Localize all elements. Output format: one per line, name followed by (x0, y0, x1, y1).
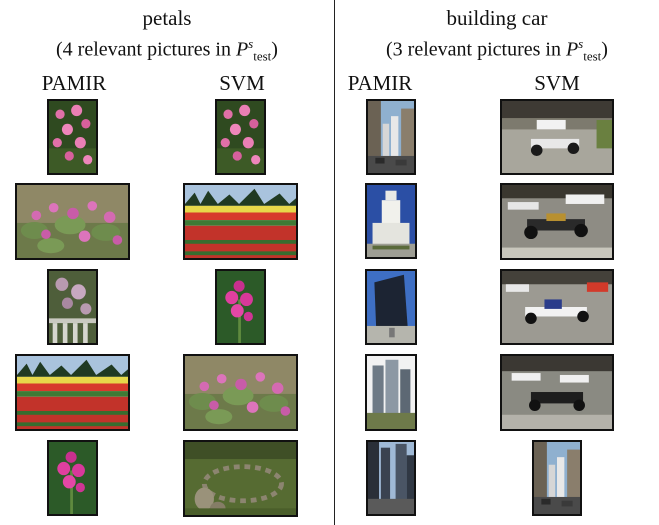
thumbnail-race-car (500, 269, 614, 345)
thumbnail-pink-flowers (47, 99, 98, 175)
column-header-pamir-left: PAMIR (41, 71, 107, 95)
thumbnail-street-towers (366, 440, 416, 516)
column-divider (334, 0, 335, 525)
thumbnail-race-car (500, 354, 614, 431)
thumbnail-magenta-orchid (47, 440, 98, 516)
right-group-subtitle: (3 relevant pictures in Pstest) (386, 36, 608, 64)
left-group-title: petals (142, 6, 192, 30)
thumbnail-stone-circle (183, 440, 298, 517)
column-header-pamir-right: PAMIR (347, 71, 413, 95)
column-header-svm-left: SVM (219, 71, 265, 95)
thumbnail-race-car (500, 183, 614, 260)
thumbnail-city-street (532, 440, 582, 516)
thumbnail-dark-skyscraper (365, 269, 417, 345)
column-header-svm-right: SVM (534, 71, 580, 95)
thumbnail-magenta-orchid (215, 269, 266, 345)
thumbnail-lilac-balustrade (47, 269, 98, 345)
thumbnail-city-street (366, 99, 416, 175)
thumbnail-tulip-field (183, 183, 298, 260)
thumbnail-pink-cactus-flowers (183, 354, 298, 431)
thumbnail-race-car (500, 99, 614, 175)
thumbnail-tulip-field (15, 354, 130, 431)
left-group-subtitle: (4 relevant pictures in Pstest) (56, 36, 278, 64)
thumbnail-glass-towers (365, 354, 417, 431)
right-group-title: building car (446, 6, 548, 30)
thumbnail-pink-cactus-flowers (15, 183, 130, 260)
thumbnail-white-tower (365, 183, 417, 259)
thumbnail-pink-flowers (215, 99, 266, 175)
